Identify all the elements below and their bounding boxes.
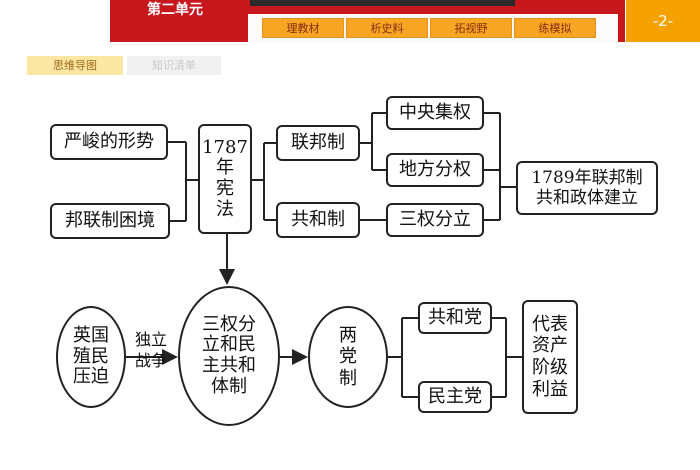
page-number: -2- [652,12,674,30]
tab-study-textbook[interactable]: 理教材 [262,18,344,38]
strict-situation-box: 严峻的形势 [50,124,168,160]
federal-republic-established-box: 1789年联邦制 共和政体建立 [516,161,658,215]
republicanism-box: 共和制 [276,202,360,238]
local-power-box: 地方分权 [386,153,484,187]
separation-of-powers-box: 三权分立 [386,203,484,237]
democratic-party-box: 民主党 [418,381,492,413]
two-party-system-oval: 两 党 制 [308,306,388,408]
independence-war-label: 独立 战争 [134,330,167,370]
central-power-box: 中央集权 [386,96,484,130]
tab-practice[interactable]: 练模拟 [514,18,596,38]
bourgeoisie-interest-box: 代表 资产 阶级 利益 [522,300,578,414]
confederation-difficulty-box: 邦联制困境 [50,203,170,239]
tab-analyze-sources[interactable]: 析史料 [346,18,428,38]
unit-header-bar [110,0,240,42]
subtab-knowledge-list[interactable]: 知识清单 [127,56,221,75]
republican-party-box: 共和党 [418,302,492,334]
political-principles-oval: 三权分 立和民 主共和 体制 [178,286,280,426]
title-strip-dark [250,0,515,6]
british-oppression-oval: 英国 殖民 压迫 [56,306,126,408]
constitution-1787-box: 1787 年 宪 法 [198,124,252,234]
page-number-panel [626,0,700,42]
subtab-mind-map[interactable]: 思维导图 [27,56,123,75]
federalism-box: 联邦制 [276,125,360,161]
unit-title: 第二单元 [147,2,203,18]
tab-expand-view[interactable]: 拓视野 [430,18,512,38]
